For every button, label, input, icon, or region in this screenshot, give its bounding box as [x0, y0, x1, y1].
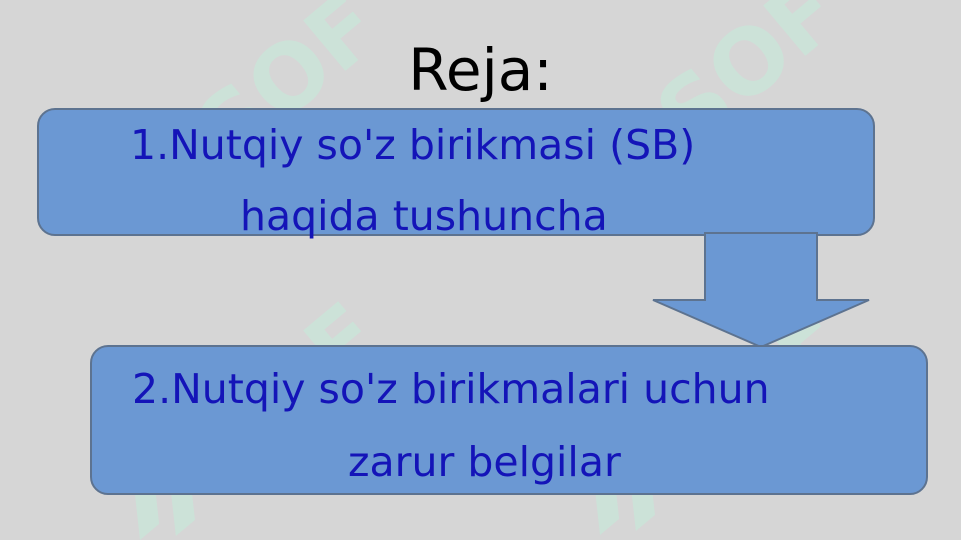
plan-item-2-line-1: 2.Nutqiy so'z birikmalari uchun [132, 365, 770, 413]
plan-item-1-line-2: haqida tushuncha [240, 192, 608, 240]
plan-item-1-line-1: 1.Nutqiy so'z birikmasi (SB) [130, 121, 696, 169]
down-arrow-icon [652, 232, 870, 348]
plan-box-2 [90, 345, 928, 495]
plan-item-2-line-2: zarur belgilar [348, 438, 621, 486]
plan-box-1 [37, 108, 875, 236]
slide-title: Reja: [408, 36, 553, 104]
